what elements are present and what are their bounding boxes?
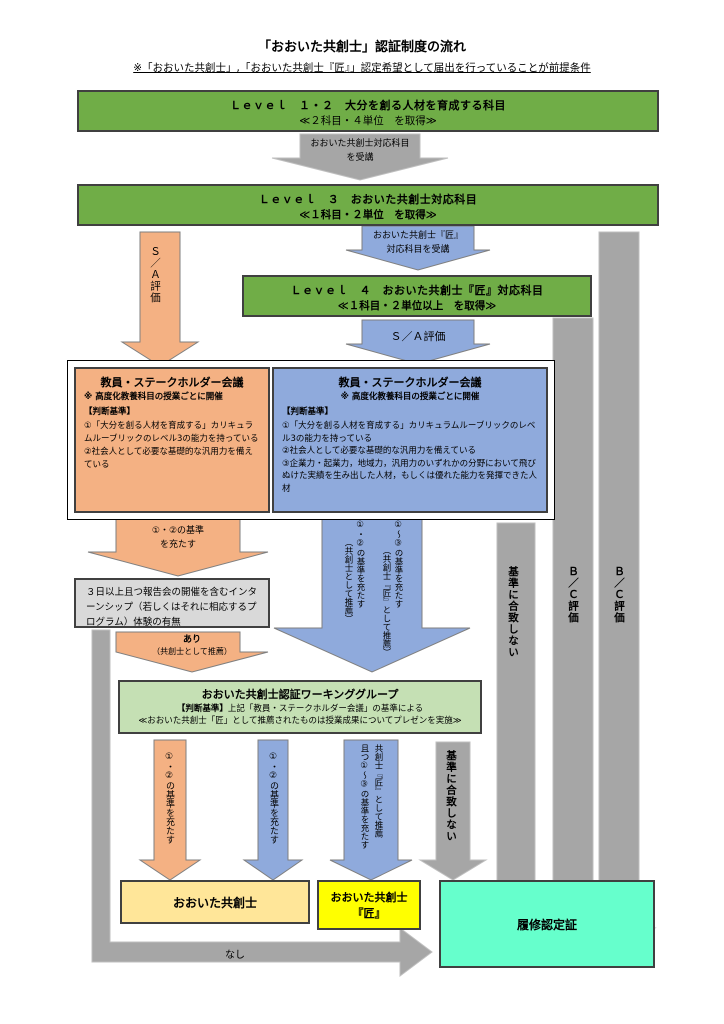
meeting-left-item2: ②社会人として必要な基礎的な汎用力を備えている: [84, 447, 253, 470]
level3-title: Ｌｅｖｅｌ ３ おおいた共創士対応科目: [258, 193, 478, 206]
arrow-meets12-shape: [87, 513, 269, 577]
level3-requirement: ≪１科目・２単位 を取得≫: [299, 209, 437, 221]
level4-requirement: ≪１科目・２単位以上 を取得≫: [337, 300, 497, 312]
internship-box: ３日以上且つ報告会の開催を含むインターンシップ（若しくはそれに相応するプログラム…: [74, 578, 270, 628]
level12-requirement: ≪２科目・４単位 を取得≫: [299, 115, 437, 127]
arrow-v-meets123-note: （共創士『匠』として推薦）: [381, 546, 391, 657]
meeting-left-heading: 教員・ステークホルダー会議: [100, 376, 244, 389]
wg-criteria-label: 【判断基準】: [176, 704, 228, 714]
level4-box: Ｌｅｖｅｌ ４ おおいた共創士『匠』対応科目 ≪１科目・２単位以上 を取得≫: [242, 275, 592, 317]
arrow-v-meets123-label: ①〜③の基準を充たす: [393, 520, 403, 608]
arrow-attend-shape: [271, 133, 449, 181]
meeting-right-item3: ③企業力・起業力，地域力，汎用力のいずれかの分野において飛びぬけた実績を生み出し…: [282, 458, 538, 494]
arrow-sa-left-shape: [120, 231, 200, 367]
arrow-attend-line2: を受講: [346, 153, 374, 163]
working-group-box: おおいた共創士認証ワーキンググループ 【判断基準】上記「教員・ステークホルダー会…: [118, 680, 482, 734]
meeting-right-note: ※ 高度化教養科目の授業ごとに開催: [340, 392, 480, 402]
meeting-left-item1: ①「大分を創る人材を育成する」カリキュラムルーブリックのレベル3の能力を持ってい…: [84, 421, 259, 444]
meeting-right-heading: 教員・ステークホルダー会議: [338, 376, 482, 389]
level4-title: Ｌｅｖｅｌ ４ おおいた共創士『匠』対応科目: [290, 284, 544, 297]
arrow-sa-left-label: Ｓ／Ａ評価: [149, 246, 161, 304]
arrow-yes-shape: [115, 631, 269, 673]
not-meet-2-label: 基準に合致しない: [445, 750, 457, 842]
arrow-meets12-label: ①・②の基準 を充たす: [116, 524, 240, 552]
arrow-wg2-shape: [242, 739, 304, 881]
arrow-attend-label: おおいた共創士対応科目 を受講: [300, 137, 420, 165]
arrow-takumi-line2: 対応科目を受講: [386, 245, 450, 255]
not-meet-1-label: 基準に合致しない: [507, 566, 519, 658]
arrow-yes-line2: （共創士として推薦）: [152, 647, 232, 656]
meeting-left-box: 教員・ステークホルダー会議 ※ 高度化教養科目の授業ごとに開催 【判断基準】 ①…: [74, 367, 270, 513]
result-takumi: おおいた共創士 『匠』: [317, 880, 421, 930]
arrow-meets12-line1: ①・②の基準: [151, 526, 205, 536]
meeting-right-item2: ②社会人として必要な基礎的な汎用力を備えている: [282, 446, 476, 456]
page-title: 「おおいた共創士」認証制度の流れ: [257, 40, 466, 55]
level12-title: Ｌｅｖｅｌ １・２ 大分を創る人材を育成する科目: [230, 99, 506, 112]
meeting-left-criteria: 【判断基準】: [84, 407, 136, 417]
arrow-blue-big-shape: [273, 512, 471, 673]
meeting-left-note: ※ 高度化教養科目の授業ごとに開催: [84, 392, 223, 402]
arrow-wg1-label: ①・②の基準を充たす: [164, 752, 174, 844]
bc-eval-2-label: Ｂ／Ｃ評価: [613, 566, 625, 624]
arrow-takumi-line1: おおいた共創士『匠』: [372, 231, 463, 241]
arrow-notmeet2-shape: [418, 741, 488, 881]
wg-presentation-note: ≪おおいた共創士「匠」として推薦されたものは授業成果についてプレゼンを実施≫: [138, 716, 462, 726]
arrow-takumi-shape: [345, 225, 491, 271]
level3-box: Ｌｅｖｅｌ ３ おおいた共創士対応科目 ≪１科目・２単位 を取得≫: [77, 184, 659, 226]
arrow-v-meets12-note: （共創士として推薦）: [343, 538, 353, 623]
arrow-wg3-shape: [329, 739, 413, 881]
level12-box: Ｌｅｖｅｌ １・２ 大分を創る人材を育成する科目 ≪２科目・４単位 を取得≫: [77, 90, 659, 132]
wg-criteria-text: 上記「教員・ステークホルダー会議」の基準による: [227, 704, 424, 714]
page-subtitle: ※「おおいた共創士」,「おおいた共創士『匠』」認定希望として届出を行っていること…: [133, 62, 591, 74]
wg-heading: おおいた共創士認証ワーキンググループ: [201, 688, 399, 701]
arrow-takumi-label: おおいた共創士『匠』 対応科目を受講: [362, 229, 474, 257]
meeting-right-criteria: 【判断基準】: [282, 407, 334, 417]
bc-eval-1-label: Ｂ／Ｃ評価: [567, 566, 579, 624]
result-certificate: 履修認定証: [439, 880, 655, 968]
wg-criteria: 【判断基準】上記「教員・ステークホルダー会議」の基準による: [126, 702, 474, 714]
result-takumi-line2: 『匠』: [352, 907, 386, 920]
meeting-right-box: 教員・ステークホルダー会議 ※ 高度化教養科目の授業ごとに開催 【判断基準】 ①…: [272, 367, 548, 513]
arrow-wg3a-label: 共創士『匠』として推薦: [373, 744, 383, 838]
arrow-wg3b-label: 且つ①〜③の基準を充たす: [359, 744, 369, 849]
arrow-wg1-shape: [138, 739, 202, 881]
meeting-right-item1: ①「大分を創る人材を育成する」カリキュラムルーブリックのレベル3の能力を持ってい…: [282, 421, 536, 444]
arrow-attend-line1: おおいた共創士対応科目: [310, 139, 410, 149]
arrow-yes-label: あり （共創士として推薦）: [130, 634, 254, 658]
arrow-meets12-line2: を充たす: [159, 540, 196, 550]
result-takumi-line1: おおいた共創士: [330, 891, 408, 904]
arrow-none-label: なし: [225, 950, 245, 961]
arrow-sa-mid-shape: [345, 319, 491, 365]
arrow-wg2-label: ①・②の基準を充たす: [268, 752, 278, 844]
arrow-yes-line1: あり: [182, 635, 201, 645]
arrow-none-shape: [91, 629, 433, 977]
result-kyososhi: おおいた共創士: [120, 880, 310, 924]
arrow-sa-mid-label: Ｓ／Ａ評価: [390, 330, 446, 343]
arrow-v-meets12-label: ①・②の基準を充たす: [355, 520, 365, 608]
